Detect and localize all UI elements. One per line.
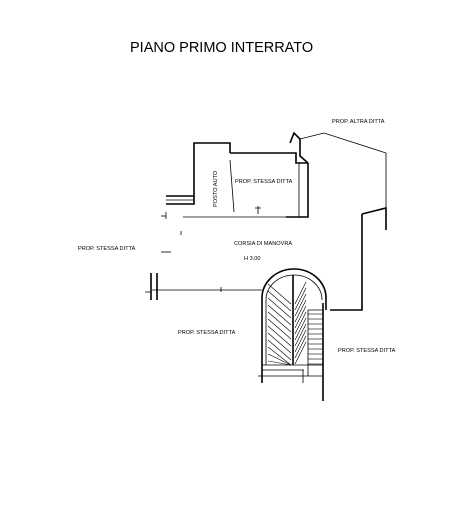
plan-title: PIANO PRIMO INTERRATO <box>130 40 313 56</box>
room-top-wall <box>230 152 308 164</box>
lower-left-jamb <box>150 273 158 300</box>
partition-wall <box>229 159 235 213</box>
label-prop-stessa-ditta-top: PROP. STESSA DITTA <box>235 179 293 185</box>
hatch-line <box>267 332 292 354</box>
hatch-line <box>294 293 307 317</box>
landing <box>262 364 309 376</box>
stair-hatching <box>267 281 307 366</box>
hatch-line <box>267 346 292 366</box>
label-height: H 3.00 <box>244 256 260 262</box>
small-marker <box>255 206 261 214</box>
hatch-line <box>294 341 307 365</box>
hatch-line <box>294 317 307 341</box>
label-prop-stessa-ditta-right: PROP. STESSA DITTA <box>338 348 396 354</box>
hatch-line <box>294 311 307 335</box>
neighbour-step <box>361 206 387 230</box>
hatch-line <box>294 287 307 311</box>
neighbour-outline <box>299 132 387 208</box>
hatch-line <box>267 360 292 366</box>
stair-arch-inner <box>265 274 323 365</box>
label-posto-auto: POSTO AUTO <box>213 170 219 207</box>
label-prop-stessa-ditta-bottom: PROP. STESSA DITTA <box>178 330 236 336</box>
hatch-line <box>294 281 307 305</box>
label-prop-stessa-ditta-left: PROP. STESSA DITTA <box>78 246 136 252</box>
hatch-line <box>294 329 307 353</box>
label-corsia-di-manovra: CORSIA DI MANOVRA <box>234 241 292 247</box>
corridor-top-wall <box>166 196 195 205</box>
stair-flight <box>307 309 324 366</box>
walls <box>145 131 387 401</box>
hatch-line <box>267 304 292 326</box>
hatch-line <box>294 305 307 329</box>
stair-arch <box>261 268 327 383</box>
label-prop-altra-ditta: PROP. ALTRA DITTA <box>332 119 385 125</box>
stair-core <box>261 268 327 383</box>
hatch-line <box>294 335 307 359</box>
room-right-wall <box>286 163 309 218</box>
hatch-line <box>267 283 292 305</box>
parking-room-wall <box>166 142 231 197</box>
hatch-line <box>267 339 292 361</box>
stair-treads <box>308 313 323 365</box>
hatch-line <box>267 353 292 366</box>
labels: PROP. ALTRA DITTA PROP. STESSA DITTA POS… <box>78 119 396 354</box>
lower-right-wall <box>330 303 363 311</box>
hatch-line <box>267 290 292 312</box>
hatch-line <box>267 311 292 333</box>
hatch-line <box>267 318 292 340</box>
hatch-line <box>294 299 307 323</box>
hatch-line <box>267 297 292 319</box>
hatch-line <box>294 323 307 347</box>
hatch-line <box>267 325 292 347</box>
